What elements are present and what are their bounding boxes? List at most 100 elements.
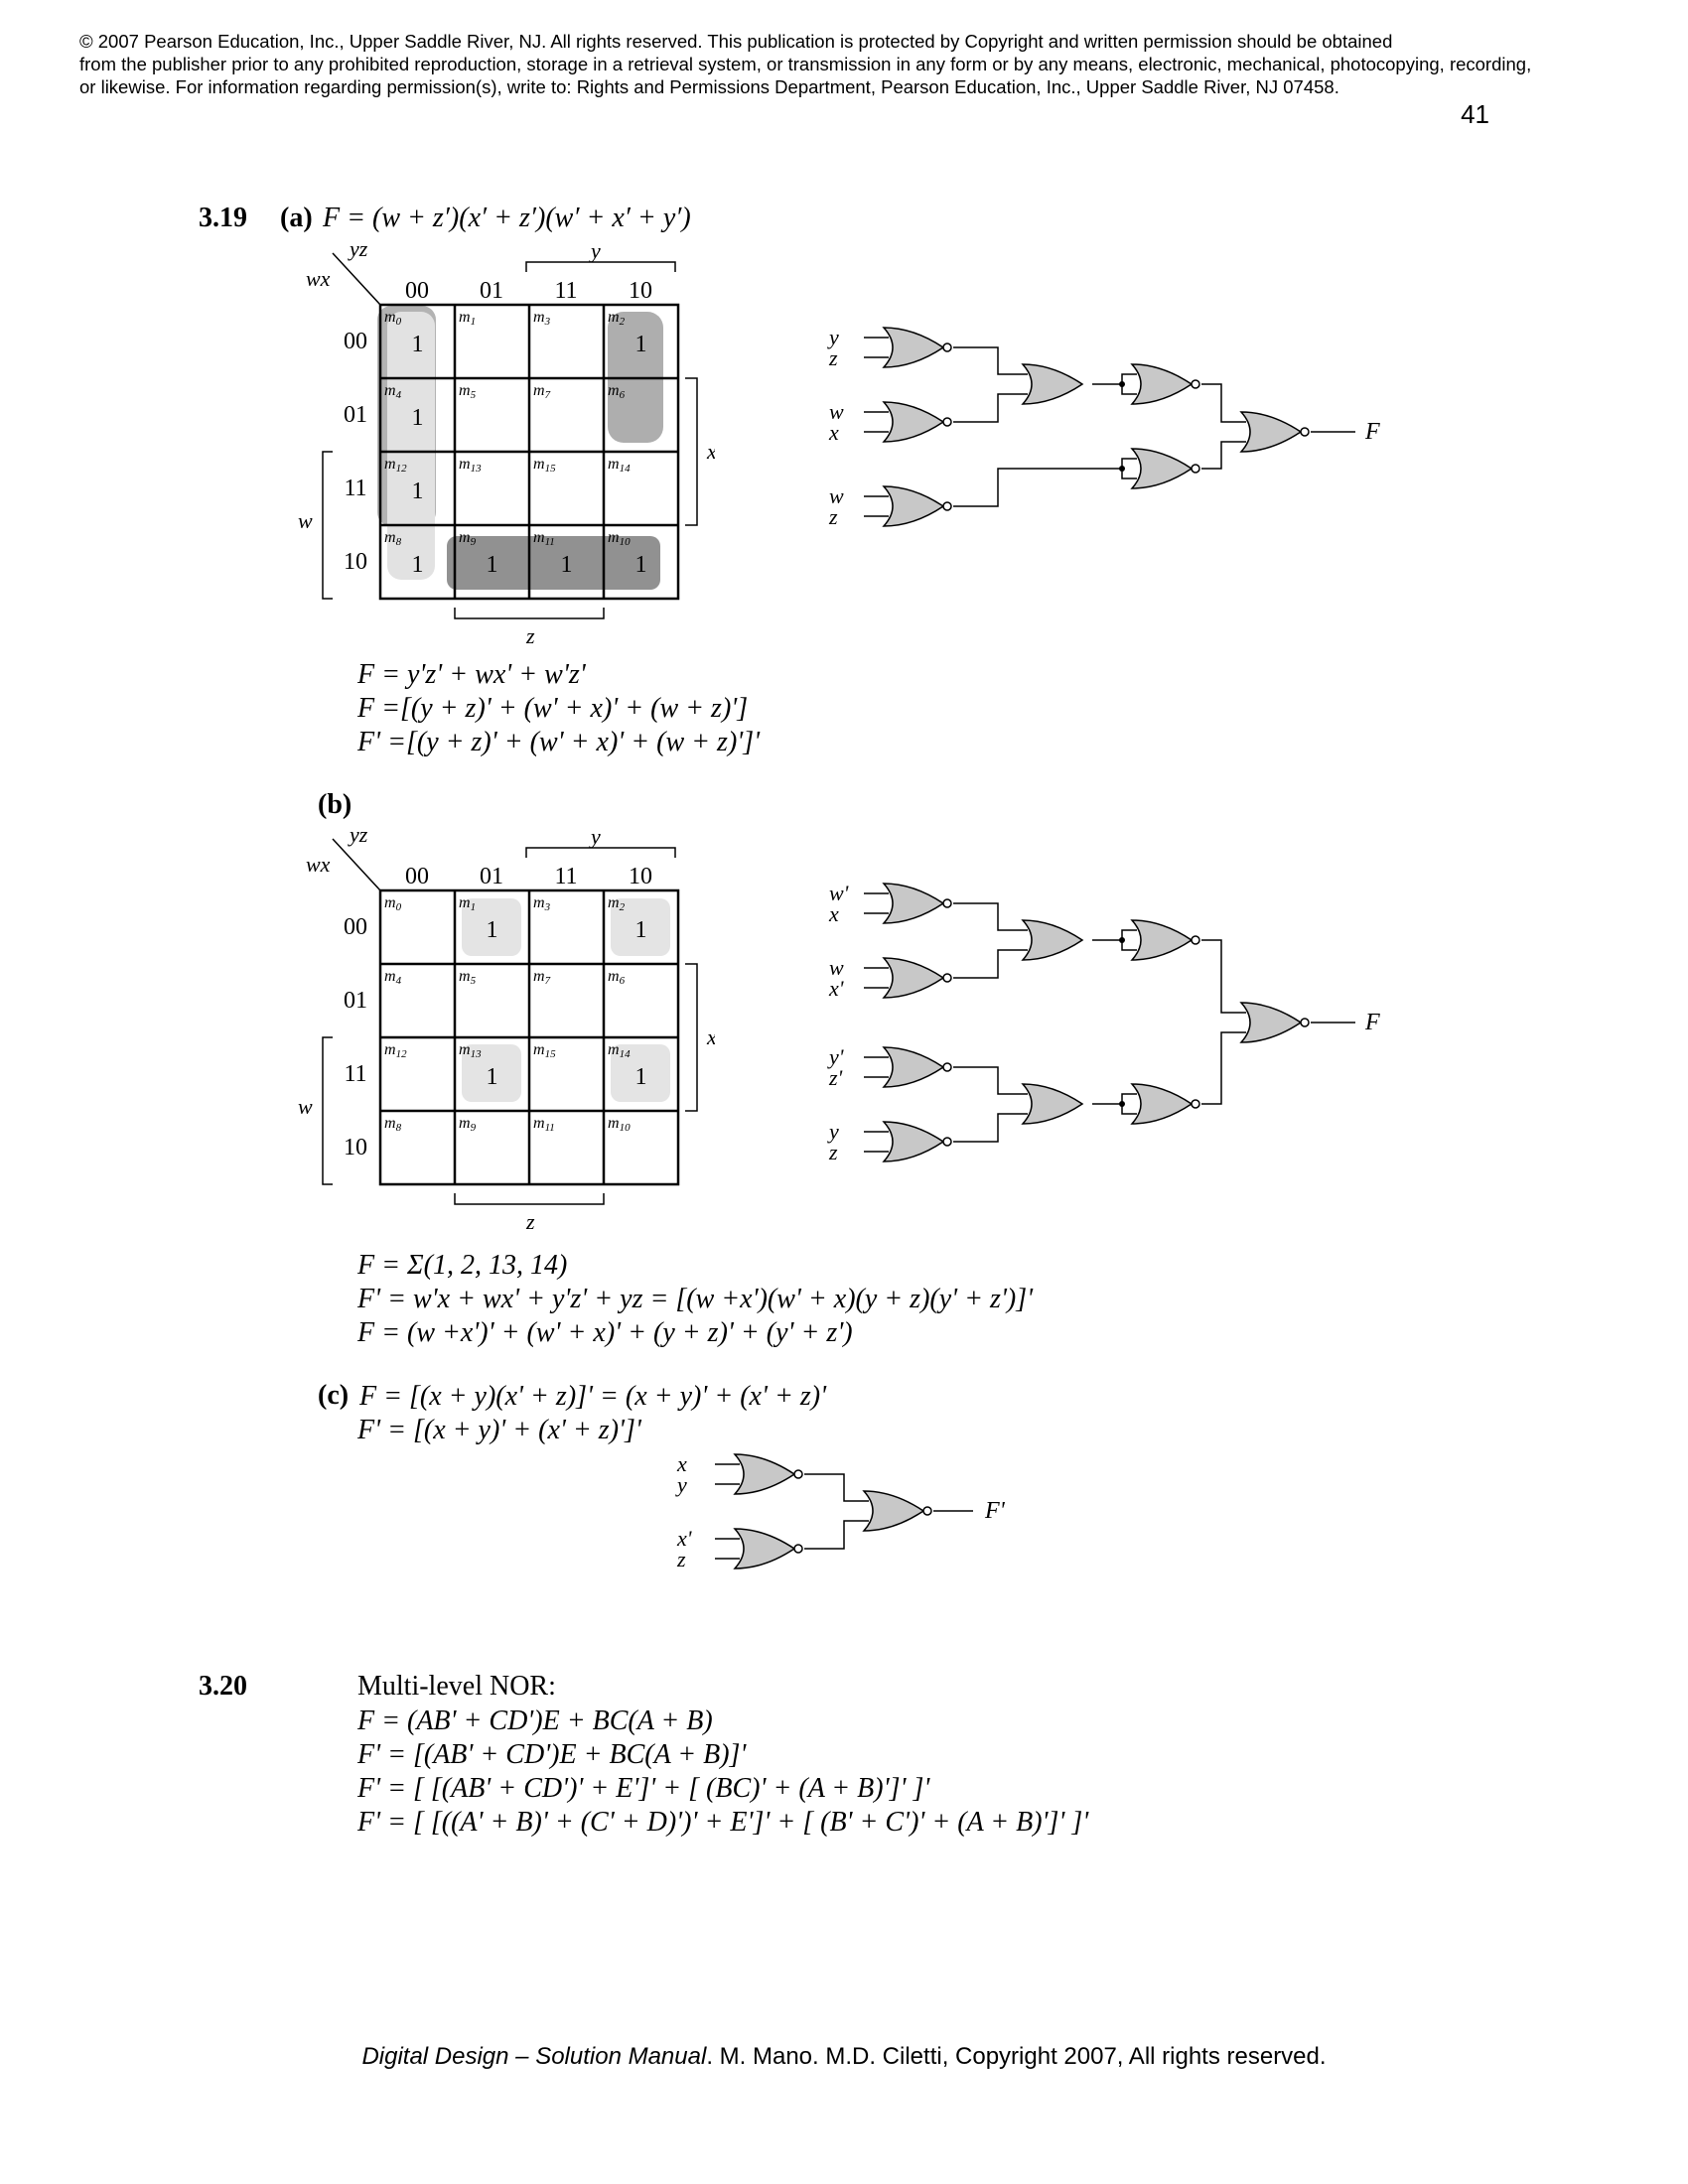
gate-nor-1 [883, 327, 952, 368]
cell-value: 1 [487, 1064, 498, 1090]
var-z-label: z [525, 1209, 535, 1234]
input-label: x' [676, 1526, 692, 1551]
footer-rest: . M. Mano. M.D. Ciletti, Copyright 2007,… [706, 2043, 1327, 2070]
minterm-label: m2 [608, 894, 626, 913]
minterm-label: m2 [608, 309, 626, 328]
gate-or-6 [1022, 1083, 1083, 1125]
input-label: x [828, 901, 839, 926]
col-header: 01 [480, 864, 503, 889]
gate-nor-2 [883, 401, 952, 443]
problem-number: 3.19 [199, 203, 247, 233]
minterm-label: m8 [384, 1115, 402, 1134]
equation: F' = [ [((A' + B)' + (C' + D)')' + E']' … [357, 1807, 1089, 1838]
col-header: 00 [405, 864, 429, 889]
output-label: F' [984, 1498, 1006, 1524]
col-header: 11 [554, 864, 577, 889]
input-label: z [676, 1547, 686, 1571]
input-label: z [828, 504, 838, 529]
equation: F = (w +x')' + (w' + x)' + (y + z)' + (y… [357, 1317, 853, 1348]
minterm-label: m0 [384, 894, 402, 913]
kmap-a: yz wx 00 01 11 10 00 01 11 10 y x w z m0… [298, 238, 715, 648]
minterm-label: m9 [459, 1115, 477, 1134]
minterm-label: m13 [459, 456, 482, 475]
cell-value: 1 [635, 332, 647, 357]
col-header: 01 [480, 278, 503, 304]
gate-nor-inv-6 [1131, 448, 1200, 489]
cell-value: 1 [412, 405, 424, 431]
circuit-b: w' x w x' y' z' y z F [827, 881, 1380, 1164]
page-number: 41 [1461, 99, 1489, 129]
equation: F = (AB' + CD')E + BC(A + B) [357, 1706, 713, 1736]
minterm-label: m7 [533, 968, 551, 987]
input-label: z' [828, 1065, 843, 1090]
equation: F' = [ [(AB' + CD')' + E']' + [ (BC)' + … [357, 1773, 930, 1804]
circuit-a: y z w x w z F [827, 325, 1380, 529]
equation: F' =[(y + z)' + (w' + x)' + (w + z)']' [357, 727, 761, 757]
equation: F' = [(x + y)' + (x' + z)']' [357, 1415, 641, 1445]
minterm-label: m11 [533, 529, 555, 548]
part-label-b: (b) [318, 789, 352, 820]
gate-nor-inv-7 [1131, 919, 1200, 961]
gate-nor-1 [734, 1453, 803, 1495]
gate-nor-4 [883, 1121, 952, 1162]
minterm-label: m6 [608, 382, 626, 401]
equation: F' = [(AB' + CD')E + BC(A + B)]' [357, 1739, 747, 1770]
cell-value: 1 [635, 552, 647, 578]
row-header: 00 [344, 329, 367, 354]
input-label: w [829, 399, 844, 424]
col-header: 00 [405, 278, 429, 304]
kmap-col-var: yz [348, 238, 368, 261]
row-header: 00 [344, 914, 367, 940]
part-a-statement: F = (w + z′)(x′ + z′)(w′ + x′ + y′) [323, 203, 691, 233]
input-label: y' [827, 1044, 844, 1069]
minterm-label: m11 [533, 1115, 555, 1134]
kmap-group-wx' [447, 536, 660, 590]
cell-value: 1 [487, 552, 498, 578]
minterm-label: m14 [608, 456, 631, 475]
col-header: 10 [629, 864, 652, 889]
equation: F =[(y + z)' + (w' + x)' + (w + z)'] [357, 693, 749, 724]
row-header: 01 [344, 402, 367, 428]
output-label: F [1364, 1010, 1380, 1035]
output-label: F [1364, 419, 1380, 445]
footer-title: Digital Design – Solution Manual [361, 2043, 707, 2070]
col-header: 11 [554, 278, 577, 304]
minterm-label: m5 [459, 382, 477, 401]
input-label: w' [829, 881, 849, 905]
cell-value: 1 [412, 478, 424, 504]
minterm-label: m4 [384, 382, 402, 401]
part-label-c: (c) [318, 1380, 350, 1411]
var-w-label: w [298, 508, 313, 533]
input-label: z [828, 345, 838, 370]
problem-number: 3.20 [199, 1671, 247, 1702]
cell-value: 1 [412, 332, 424, 357]
copyright-notice: © 2007 Pearson Education, Inc., Upper Sa… [79, 30, 1628, 98]
gate-nor-final [1240, 411, 1310, 453]
minterm-label: m3 [533, 894, 551, 913]
kmap-row-var: wx [306, 266, 331, 291]
minterm-label: m14 [608, 1041, 631, 1060]
gate-or-5 [1022, 919, 1083, 961]
copyright-line: or likewise. For information regarding p… [79, 76, 1339, 97]
equation: F = y'z' + wx' + w'z' [357, 659, 586, 690]
kmap-b: yz wx 00 01 11 10 00 01 11 10 y x w z m0… [298, 824, 715, 1234]
section-title: Multi-level NOR: [357, 1671, 556, 1702]
var-y-label: y [589, 824, 601, 849]
minterm-label: m15 [533, 456, 556, 475]
row-header: 11 [344, 1061, 366, 1087]
gate-nor-3 [883, 485, 952, 527]
circuit-c: x y x' z F' [675, 1451, 1006, 1571]
input-label: z [828, 1140, 838, 1164]
input-label: x' [828, 976, 844, 1001]
gate-nor-3 [883, 1046, 952, 1088]
gate-nor-final [1240, 1002, 1310, 1043]
minterm-label: m7 [533, 382, 551, 401]
minterm-label: m4 [384, 968, 402, 987]
input-label: x [828, 420, 839, 445]
var-w-label: w [298, 1094, 313, 1119]
gate-nor-2 [883, 957, 952, 999]
input-label: y [675, 1472, 687, 1497]
cell-value: 1 [412, 552, 424, 578]
minterm-label: m5 [459, 968, 477, 987]
gate-nor-1 [883, 883, 952, 924]
